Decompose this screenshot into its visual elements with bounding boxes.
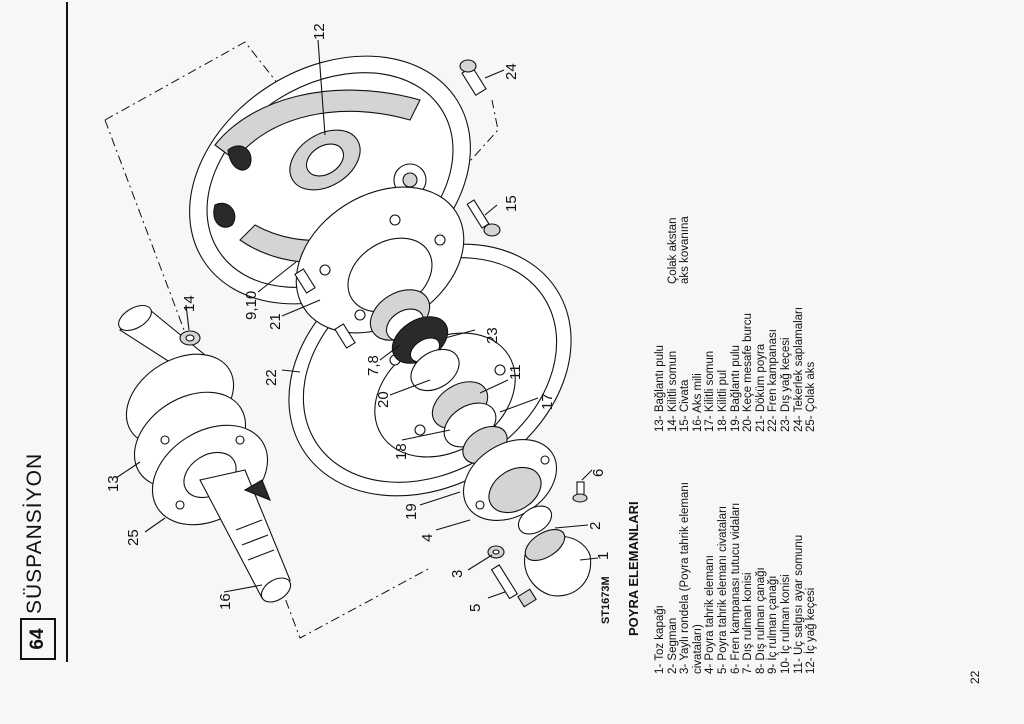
list-item: 23- Dış yağ keçesi (779, 337, 792, 432)
list-item: 1- Toz kapağı (654, 605, 666, 674)
list-item: 11- Uç salgısı ayar somunu (792, 534, 805, 674)
callout-21: 21 (267, 313, 284, 330)
leader-lines (115, 39, 599, 599)
list-item: 16- Aks mili (691, 373, 704, 432)
screw-6 (572, 481, 588, 503)
parts-list-column-b: 13- Bağlantı pulu 14- Kilitli somun 15- … (654, 292, 818, 432)
list-item: 24- Tekerlek saplamaları (792, 306, 805, 432)
list-item: 19- Bağlantı pulu (729, 345, 742, 432)
callout-24: 24 (503, 63, 520, 80)
callout-11: 11 (507, 364, 524, 380)
list-item: 17- Kilitli somun (704, 350, 717, 432)
list-item: 20- Keçe mesafe burcu (742, 313, 755, 432)
callout-5: 5 (467, 604, 484, 612)
callout-3: 3 (449, 570, 466, 578)
callout-labels: 1 2 3 4 5 6 7,8 9,10 11 12 13 14 15 16 1… (105, 23, 612, 612)
callout-25: 25 (125, 529, 142, 546)
callout-2: 2 (587, 522, 604, 530)
header-rule (66, 2, 68, 662)
list-item: 22- Fren kampanası (767, 329, 780, 432)
callout-4: 4 (419, 534, 436, 542)
list-item: 15- Civata (679, 379, 692, 432)
callout-15: 15 (503, 195, 520, 212)
nut-14 (179, 330, 201, 346)
callout-9-10: 9,10 (243, 291, 260, 320)
callout-14: 14 (181, 295, 198, 312)
callout-19: 19 (403, 503, 420, 520)
list-item: aks kovanına (679, 216, 692, 284)
callout-13: 13 (105, 475, 122, 492)
page-number: 64 (20, 618, 56, 660)
list-item: 4- Poyra tahrik elemanı (704, 555, 717, 674)
list-item: 13- Bağlantı pulu (654, 345, 666, 432)
dust-cap (524, 528, 592, 597)
list-item (654, 164, 667, 284)
bearing-stack (369, 289, 508, 465)
list-item: 25- Çolak aks (805, 361, 818, 432)
list-item: 2- Segman (666, 617, 679, 674)
list-item: civataları) (691, 624, 704, 674)
callout-20: 20 (375, 391, 392, 408)
callout-7-8: 7,8 (365, 355, 382, 376)
callout-12: 12 (311, 23, 328, 40)
bolt-5 (490, 564, 537, 608)
callout-22: 22 (263, 369, 280, 386)
callout-16: 16 (217, 593, 234, 610)
stub-axle-assembly (118, 304, 292, 603)
list-item: 7- Dış rulman konisi (742, 572, 755, 674)
list-item: 18- Kilitli pul (716, 370, 729, 432)
list-item: 12- İç yağ keçesi (805, 587, 818, 674)
drawing-code: ST1673M (600, 576, 612, 624)
callout-17: 17 (539, 393, 556, 410)
parts-list-column-a: 1- Toz kapağı 2- Segman 3- Yaylı rondela… (654, 474, 818, 674)
callout-6: 6 (590, 469, 607, 477)
parts-list-column-c: Çolak akstan aks kovanına (654, 164, 692, 284)
list-item: 5- Poyra tahrik elemanı civataları (716, 505, 729, 674)
parts-list-title: POYRA ELEMANLARI (626, 501, 641, 636)
list-item: 21- Döküm poyra (754, 343, 767, 432)
list-item: Çolak akstan (666, 217, 679, 284)
section-title: SÜSPANSİYON (23, 452, 46, 614)
list-item: 14- Kilitli somun (666, 350, 679, 432)
hub-drive-flange (462, 439, 558, 535)
callout-1: 1 (595, 552, 612, 560)
list-item: 6- Fren kampanası tutucu vidaları (729, 502, 742, 674)
list-item: 10- İç rulman konisi (779, 574, 792, 674)
list-item: 9- İç rulman çanağı (767, 575, 780, 674)
list-item: 8- Dış rulman çanağı (754, 567, 767, 674)
callout-23: 23 (484, 327, 501, 344)
callout-18: 18 (393, 443, 410, 460)
page-folio: 22 (968, 670, 982, 684)
stud-24 (459, 59, 487, 96)
bolt-15 (466, 199, 501, 237)
list-item: 3- Yaylı rondela (Poyra tahrik elemanı (679, 482, 692, 674)
